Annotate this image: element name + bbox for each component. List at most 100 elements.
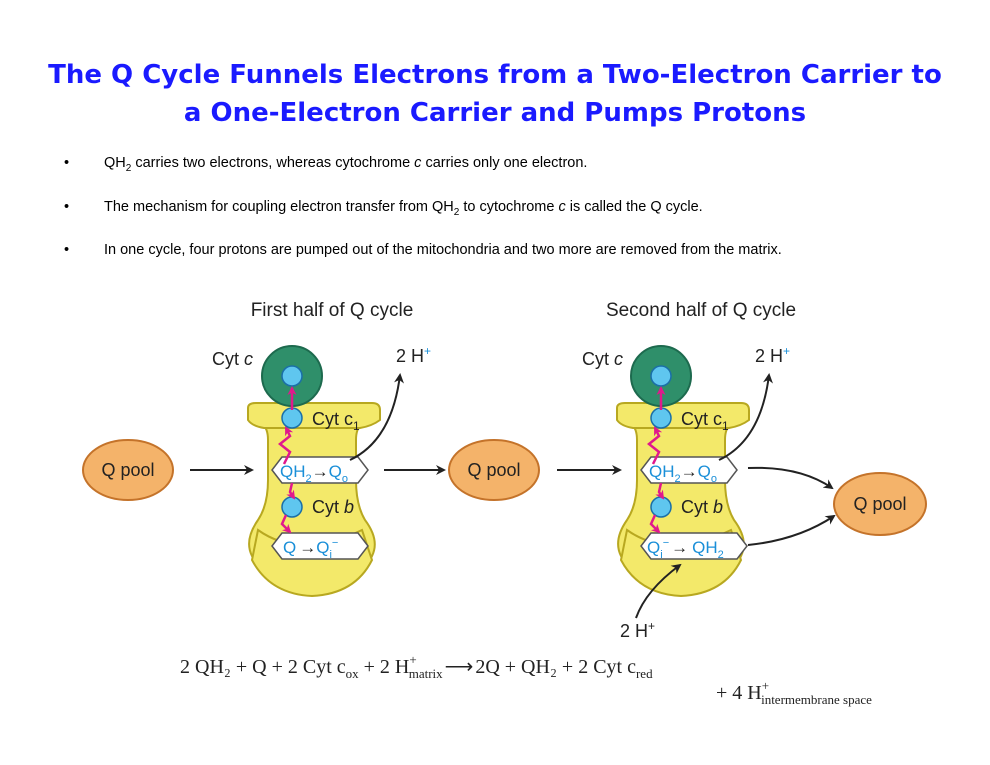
bullet-italic: c (414, 155, 422, 171)
bullet-text-part: to cytochrome (459, 199, 559, 215)
bullet-text: The mechanism for coupling electron tran… (104, 199, 703, 218)
electron-path-to-qi-1 (280, 514, 292, 534)
qh2-text: QH (649, 462, 675, 481)
reaction-arrow: → (681, 462, 698, 481)
equation-rhs: 2Q + QH₂ + 2 Cyt c (475, 656, 636, 678)
qo-reaction-label-1: QH2→Qo (280, 462, 348, 485)
equation-matrix-sub: matrix (409, 666, 443, 681)
qo-sub: o (711, 473, 717, 485)
first-half-panel: First half of Q cycle Cyt c 2 H+ Cyt c1 … (82, 300, 622, 598)
bullet-text-part: carries only one electron. (421, 155, 588, 171)
equation-ims-sub: intermembrane space (761, 692, 872, 707)
cyt-b-italic: b (344, 497, 354, 517)
qi-sup: − (332, 537, 338, 549)
cyt-c1-text: Cyt c (312, 409, 353, 429)
second-half-title: Second half of Q cycle (606, 300, 796, 321)
qh2-out-text: QH (692, 538, 718, 557)
proton-arrow-in (635, 563, 682, 619)
equation-4h-sup: + (762, 678, 769, 693)
equation-lhs: 2 QH₂ + Q + 2 Cyt c (180, 656, 346, 678)
electron-path-to-qi-2 (649, 514, 661, 534)
bullet-symbol: • (64, 155, 70, 171)
protons-out-label-1: 2 H+ (396, 344, 431, 366)
q-pool-left-label: Q pool (101, 460, 154, 480)
equation-arrow: ⟶ (445, 656, 474, 678)
cyt-c1-heme-2 (650, 407, 672, 429)
electron-path-down-2 (655, 482, 665, 500)
qo-site-box-1 (271, 456, 369, 484)
protons-out-label-2: 2 H+ (755, 344, 790, 366)
protons-charge: + (424, 344, 431, 358)
q-pool-right (833, 472, 927, 536)
cyt-c-italic: c (244, 349, 253, 369)
cyt-c-heme-2 (650, 365, 672, 387)
cyt-c1-text: Cyt c (681, 409, 722, 429)
overall-equation: 2 QH₂ + Q + 2 Cyt cox + 2 H+matrix⟶2Q + … (180, 652, 872, 707)
cyt-c-label-2: Cyt c (582, 349, 623, 369)
q-pool-right-label: Q pool (853, 494, 906, 514)
q-pool-left (82, 439, 174, 501)
cyt-b-italic: b (713, 497, 723, 517)
cyt-c-text: Cyt (212, 349, 239, 369)
complex-top-cap-1 (247, 402, 381, 429)
bullet-symbol: • (64, 199, 70, 215)
cyt-b-heme-1 (281, 496, 303, 518)
complex-top-cap-2 (616, 402, 750, 429)
bullet-subscript: 2 (453, 206, 460, 218)
qo-text: Q (329, 462, 342, 481)
cyt-c1-sub: 1 (722, 419, 729, 433)
bullet-symbol: • (64, 242, 70, 258)
cyt-c1-label-2: Cyt c1 (681, 409, 729, 433)
equation-plus-h: + 2 H (359, 656, 410, 678)
electron-path-up-1 (277, 426, 294, 465)
title-line-2: a One-Electron Carrier and Pumps Protons (183, 98, 807, 128)
qh2-text: QH (280, 462, 306, 481)
equation-line-2: + 4 H+intermembrane space (716, 678, 872, 707)
bullet-text-part: QH (104, 155, 126, 171)
qi-sup: − (663, 537, 669, 549)
equation-plus-4h: + 4 H (716, 682, 762, 704)
qh2-sub: 2 (675, 473, 681, 485)
equation-line-1: 2 QH₂ + Q + 2 Cyt cox + 2 H+matrix⟶2Q + … (180, 652, 653, 681)
cyt-c-heme-1 (281, 365, 303, 387)
qi-sub: i (329, 549, 331, 561)
equation-ox-sub: ox (346, 666, 360, 681)
electron-path-up-2 (646, 426, 663, 465)
bullet-text-part: The mechanism for coupling electron tran… (104, 199, 454, 215)
equation-h-sup: + (409, 652, 416, 667)
arrow-qi-to-pool (747, 514, 836, 546)
cyt-b-label-1: Cyt b (312, 497, 354, 517)
qh2-out-sub: 2 (718, 549, 724, 561)
page-title: The Q Cycle Funnels Electrons from a Two… (40, 56, 950, 132)
qo-text: Q (698, 462, 711, 481)
qo-reaction-label-2: QH2→Qo (649, 462, 717, 485)
protons-in-charge: + (648, 619, 655, 633)
cyt-b-text: Cyt (312, 497, 339, 517)
bullet-italic: c (558, 199, 566, 215)
qi-sub: i (660, 549, 662, 561)
qi-site-box-2 (640, 532, 748, 560)
protons-text: 2 H (396, 346, 424, 366)
qh2-sub: 2 (306, 473, 312, 485)
bullet-text-part: is called the Q cycle. (565, 199, 703, 215)
reaction-arrow: → (299, 538, 316, 557)
qi-reaction-label-1: Q→Qi− (283, 537, 338, 561)
equation-red-sub: red (636, 666, 653, 681)
proton-arrow-out-1 (349, 373, 404, 461)
first-half-title: First half of Q cycle (251, 300, 414, 321)
bullet-text: In one cycle, four protons are pumped ou… (104, 242, 782, 258)
q-pool-middle (448, 439, 540, 501)
protons-in-label: 2 H+ (620, 619, 655, 641)
bullet-text-part: carries two electrons, whereas cytochrom… (131, 155, 415, 171)
arrow-qo-to-pool (747, 466, 834, 490)
qi-text: Q (316, 538, 329, 557)
cyt-c1-heme-1 (281, 407, 303, 429)
cyt-c-label-1: Cyt c (212, 349, 253, 369)
protons-charge: + (783, 344, 790, 358)
cyt-c1-sub: 1 (353, 419, 360, 433)
cyt-c-italic: c (614, 349, 623, 369)
cyt-b-label-2: Cyt b (681, 497, 723, 517)
bullet-text-part: In one cycle, four protons are pumped ou… (104, 242, 782, 258)
qi-site-box-1 (271, 532, 369, 560)
